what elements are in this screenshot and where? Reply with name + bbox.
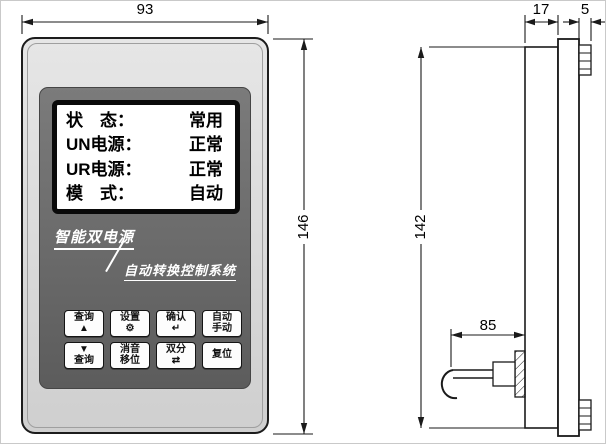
control-panel: 状 态： 常用 UN电源： 正常 UR电源： 正常 模 式： 自动 智能双电源 [39, 87, 251, 389]
key-set: 设置 ⚙ [110, 310, 150, 337]
key-reset: 复位 [202, 342, 242, 369]
lcd-status-value: 常用 [189, 110, 223, 130]
lcd-row-status: 状 态： 常用 [57, 112, 235, 129]
key-dual-open: 双分 ⇄ [156, 342, 196, 369]
down-arrow-icon: ▼ [79, 344, 89, 355]
lcd-un-label: UN电源： [66, 135, 142, 155]
dim-17-lines [524, 15, 559, 43]
gear-icon: ⚙ [125, 322, 135, 334]
key-query-up-label: 查询 [74, 312, 94, 323]
key-query-down: ▼ 查询 [64, 342, 104, 369]
transfer-arrows-icon: ⇄ [171, 354, 181, 366]
lcd-row-mode: 模 式： 自动 [57, 185, 235, 202]
bezel-inner-edge [27, 43, 263, 428]
dim-front-width-label: 93 [131, 2, 159, 18]
dim-body-depth-label: 17 [528, 2, 554, 18]
lcd-mode-label: 模 式： [66, 184, 134, 204]
dim-flange-depth-label: 5 [577, 2, 593, 18]
lcd-row-ur-power: UR电源： 正常 [57, 161, 235, 178]
up-arrow-icon: ▲ [79, 322, 89, 334]
key-mute-shift: 消音 移位 [110, 342, 150, 369]
key-query-up: 查询 ▲ [64, 310, 104, 337]
key-confirm-label: 确认 [166, 312, 186, 323]
dim-bracket-length-label: 85 [474, 318, 502, 334]
key-dual-open-label: 双分 [166, 344, 186, 355]
dim-85-lines [450, 329, 525, 367]
lcd-ur-label: UR电源： [66, 159, 142, 179]
key-reset-label: 复位 [212, 349, 232, 361]
lcd-status-label: 状 态： [66, 110, 134, 130]
dim-5-lines [563, 15, 605, 41]
mounting-bracket [440, 350, 526, 400]
brand-line1: 智能双电源 [54, 226, 135, 250]
lcd-mode-value: 自动 [189, 184, 223, 204]
dim-body-height-label: 142 [412, 210, 429, 244]
lcd-ur-value: 正常 [189, 159, 223, 179]
lcd-display: 状 态： 常用 UN电源： 正常 UR电源： 正常 模 式： 自动 [52, 100, 240, 214]
dim-front-height-label: 146 [295, 210, 312, 244]
keypad: 查询 ▲ 设置 ⚙ 确认 ↵ 自动 手动 ▼ 查询 [64, 310, 242, 369]
key-confirm: 确认 ↵ [156, 310, 196, 337]
brand-line2: 自动转换控制系统 [124, 260, 237, 281]
key-mute-label: 消音 [120, 344, 140, 355]
key-shift-label: 移位 [120, 354, 140, 366]
device-front-view: 状 态： 常用 UN电源： 正常 UR电源： 正常 模 式： 自动 智能双电源 [21, 37, 269, 434]
key-manual-label: 手动 [212, 322, 232, 334]
enter-icon: ↵ [171, 322, 181, 334]
lcd-un-value: 正常 [189, 135, 223, 155]
side-view-outline [524, 38, 592, 437]
key-query-down-label: 查询 [74, 354, 94, 366]
lcd-row-un-power: UN电源： 正常 [57, 136, 235, 153]
key-auto-label: 自动 [212, 312, 232, 323]
key-auto-manual: 自动 手动 [202, 310, 242, 337]
key-set-label: 设置 [120, 312, 140, 323]
dim-93-lines [21, 15, 269, 34]
